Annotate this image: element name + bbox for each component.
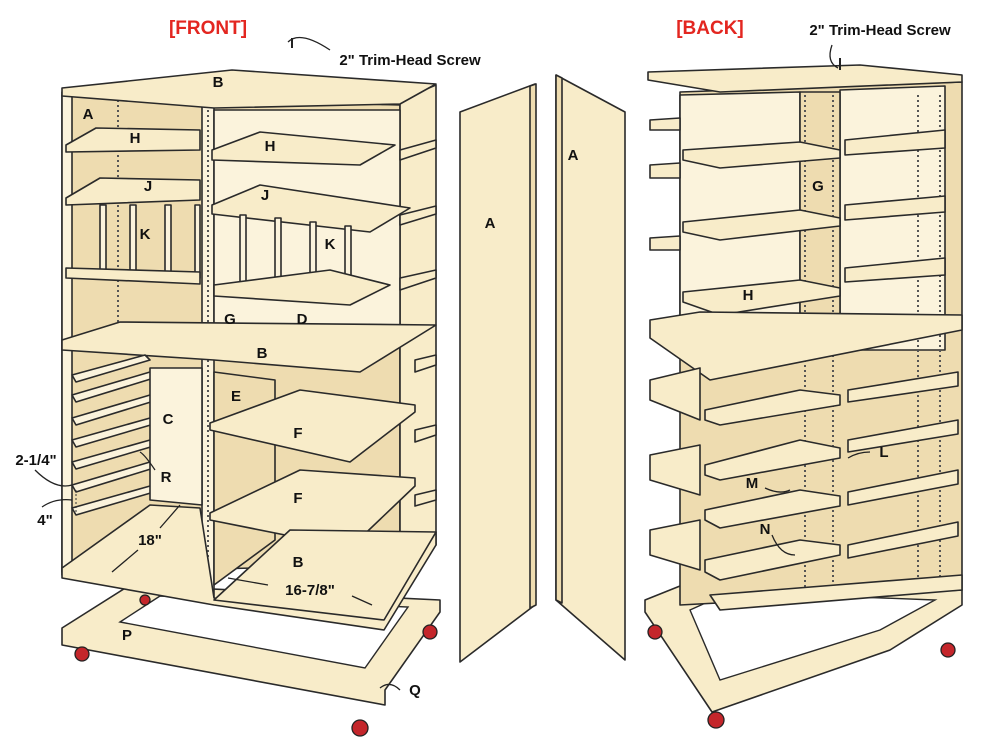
part-label-k: K [325, 236, 336, 253]
dimension-arrow [111, 504, 181, 573]
part-label-l: L [879, 444, 888, 461]
part-label-q: Q [409, 682, 421, 699]
back-title: [BACK] [676, 18, 744, 39]
part-label-a: A [485, 215, 496, 232]
part-label-f: F [293, 490, 302, 507]
caster-wheel [139, 594, 151, 606]
part-label-f: F [293, 425, 302, 442]
part-label-h: H [743, 287, 754, 304]
back-screw-callout: 2" Trim-Head Screw [809, 22, 951, 39]
part-label-j: J [261, 187, 269, 204]
pointer-arrow [847, 451, 871, 459]
part-label-b: B [213, 74, 224, 91]
rails-r [71, 354, 155, 516]
part-label-m: M [746, 475, 759, 492]
part-label-r: R [161, 469, 172, 486]
side-panel-left [459, 83, 537, 663]
caster-wheel [351, 719, 369, 737]
dividers-k-left [99, 204, 201, 279]
caster-wheel [647, 624, 663, 640]
dimension-arrow [34, 469, 73, 487]
caster-wheel [940, 642, 956, 658]
part-label-g: G [224, 311, 236, 328]
part-label-n: N [760, 521, 771, 538]
side-panel-right [555, 74, 626, 661]
dimension-rail-spacing: 2-1/4" [15, 452, 56, 469]
dimension-rail-gap: 4" [37, 512, 52, 529]
screw-pointer-arrow [287, 36, 331, 51]
dimension-width: 16-7/8" [285, 582, 335, 599]
part-label-a: A [568, 147, 579, 164]
dimension-arrow [41, 499, 73, 508]
dimension-arrow [227, 577, 373, 606]
part-label-j: J [144, 178, 152, 195]
part-label-p: P [122, 627, 132, 644]
back-assembly [644, 64, 963, 729]
part-label-e: E [231, 388, 241, 405]
dimension-depth: 18" [138, 532, 162, 549]
front-screw-callout: 2" Trim-Head Screw [339, 52, 481, 69]
caster-wheel [74, 646, 90, 662]
part-label-k: K [140, 226, 151, 243]
part-label-d: D [297, 311, 308, 328]
part-label-a: A [83, 106, 94, 123]
part-label-b: B [293, 554, 304, 571]
part-label-h: H [265, 138, 276, 155]
pointer-arrow [771, 534, 796, 556]
pointer-arrow [379, 683, 401, 691]
lipped-shelves [704, 371, 959, 581]
front-title: [FRONT] [169, 18, 247, 39]
pointer-arrow [139, 451, 156, 471]
screw-pointer-arrow [829, 44, 839, 69]
part-label-b: B [257, 345, 268, 362]
part-label-h: H [130, 130, 141, 147]
pointer-arrow [764, 487, 791, 493]
caster-wheel [707, 711, 725, 729]
part-label-c: C [163, 411, 174, 428]
front-assembly [61, 69, 441, 737]
caster-wheel [422, 624, 438, 640]
part-label-g: G [812, 178, 824, 195]
